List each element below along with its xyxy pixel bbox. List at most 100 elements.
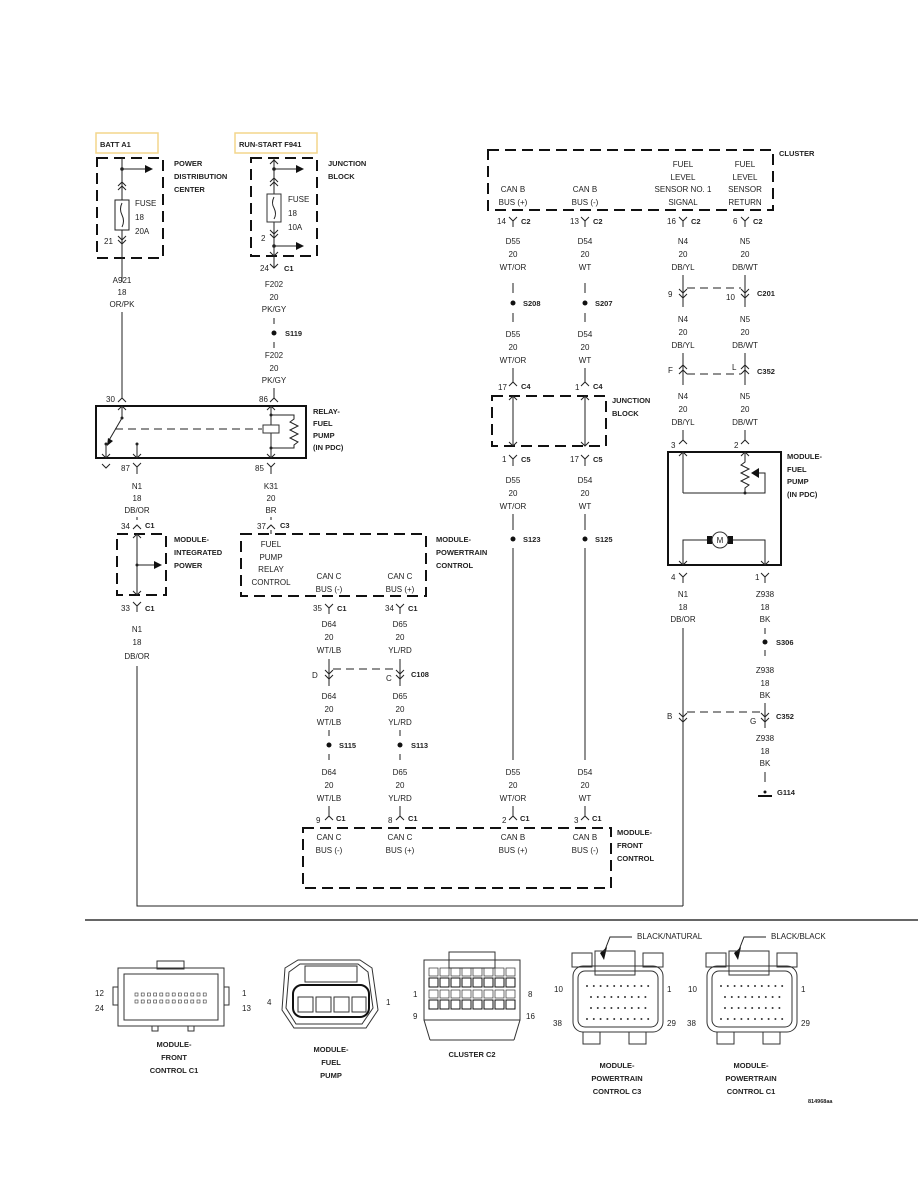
svg-text:MODULE-: MODULE- [734,1061,769,1070]
svg-text:1: 1 [502,455,507,464]
svg-text:D55: D55 [506,330,521,339]
pin-cavity [767,1018,770,1020]
svg-text:DB/YL: DB/YL [671,263,695,272]
svg-text:35: 35 [313,604,322,613]
svg-text:S306: S306 [776,638,794,647]
svg-text:20: 20 [267,494,276,503]
pin-cavity [483,999,494,1010]
svg-text:D: D [312,671,318,680]
svg-text:FRONT: FRONT [161,1053,187,1062]
svg-text:1: 1 [386,998,391,1007]
wiper-arrow-icon [751,468,759,478]
svg-text:S115: S115 [339,741,356,750]
svg-text:20: 20 [581,489,590,498]
svg-text:SENSOR: SENSOR [728,185,762,194]
svg-text:WT/LB: WT/LB [317,794,341,803]
svg-text:N4: N4 [678,237,689,246]
pin-cavity [592,985,595,987]
pin-cavity [747,985,750,987]
svg-text:A921: A921 [113,276,132,285]
cluster: CLUSTER CAN B BUS (+) CAN B BUS (-) FUEL… [487,149,815,211]
pin-cavity [171,992,176,997]
svg-text:WT/LB: WT/LB [317,718,341,727]
connector-view-cluster-c2: 1 8 9 16 CLUSTER C2 [413,951,535,1059]
svg-text:SIGNAL: SIGNAL [668,198,698,207]
pin-cavity [196,992,201,997]
pin-cavity [165,992,170,997]
svg-text:WT/OR: WT/OR [500,356,527,365]
connector-view-fuel-pump: 4 1 MODULE- FUEL PUMP [267,959,391,1080]
pin-cavity [134,999,139,1004]
pin-cavity [428,967,439,977]
wire-z938: 1 Z938 18 BK S306 Z938 18 BK G C352 Z938… [750,572,796,797]
svg-text:BLACK/BLACK: BLACK/BLACK [771,932,826,941]
svg-text:20: 20 [741,328,750,337]
splice-s207 [582,300,588,306]
svg-text:CAN B: CAN B [501,185,525,194]
pin-cavity [494,977,505,988]
pin-cavity [610,1007,613,1009]
pin-cavity [633,985,636,987]
svg-text:18: 18 [118,288,127,297]
pin-cavity [724,1007,726,1009]
pin-cavity [774,1018,777,1020]
svg-text:BK: BK [760,615,771,624]
pin-cavity [184,992,188,997]
svg-text:CONTROL C3: CONTROL C3 [593,1087,642,1096]
pin-cavity [483,989,494,999]
svg-text:20: 20 [509,781,518,790]
svg-text:1: 1 [242,989,247,998]
svg-text:YL/RD: YL/RD [388,794,412,803]
svg-text:WT/LB: WT/LB [317,646,341,655]
pin-cavity [586,985,588,987]
svg-text:C1: C1 [145,604,155,613]
pin-cavity [630,1007,633,1009]
pin-cavity [202,992,207,997]
pin-cavity [483,967,494,977]
splice-s306 [762,639,768,645]
svg-text:8: 8 [388,816,393,825]
svg-text:BUS (+): BUS (+) [499,198,528,207]
wire-f202: F202 20 PK/GY S119 F202 20 PK/GY 86 [259,280,302,404]
pin-cavity [620,1018,622,1020]
svg-text:C352: C352 [757,367,775,376]
pin-cavity [178,999,182,1004]
svg-text:CAN C: CAN C [388,572,413,581]
svg-text:BUS (-): BUS (-) [316,846,343,855]
pin-cavity [754,985,756,987]
svg-text:30: 30 [106,395,115,404]
svg-text:DB/WT: DB/WT [732,418,758,427]
svg-text:CONTROL: CONTROL [251,578,291,587]
pin-cavity [428,989,439,999]
svg-text:20: 20 [325,705,334,714]
svg-text:37: 37 [257,522,266,531]
svg-text:29: 29 [667,1019,676,1028]
pin-cavity [596,1007,599,1009]
svg-text:C1: C1 [336,814,346,823]
pin-cavity [190,992,195,997]
svg-text:MODULE-: MODULE- [314,1045,349,1054]
svg-text:RELAY-: RELAY- [313,407,340,416]
pin-cavity [771,996,774,998]
pin-cavity [439,989,450,999]
wire-n5: 6 C2 N5 20 DB/WT 10 C201 N5 20 DB/WT L C… [726,216,775,450]
pin-cavity [147,999,151,1004]
splice-s208 [510,300,516,306]
pin-cavity [774,985,777,987]
pin-cavity [640,985,643,987]
wire-d54: 13 C2 D54 20 WT S207 D54 20 WT 1 C4 [570,216,613,392]
svg-text:S113: S113 [411,741,428,750]
svg-text:4: 4 [671,573,676,582]
pin-cavity [483,977,494,988]
svg-text:C: C [386,674,392,683]
pin-cavity [758,1007,760,1009]
svg-text:24: 24 [95,1004,104,1013]
pin-cavity [428,999,439,1010]
svg-text:FUEL: FUEL [261,540,282,549]
relay-coil-icon [262,424,280,434]
pin-cavity [202,999,207,1004]
connector-view-fcm-c1: 12 1 24 13 MODULE- FRONT CONTROL C1 [95,960,251,1075]
pin-cavity [613,1018,616,1020]
svg-text:1: 1 [575,383,580,392]
svg-text:N5: N5 [740,315,751,324]
